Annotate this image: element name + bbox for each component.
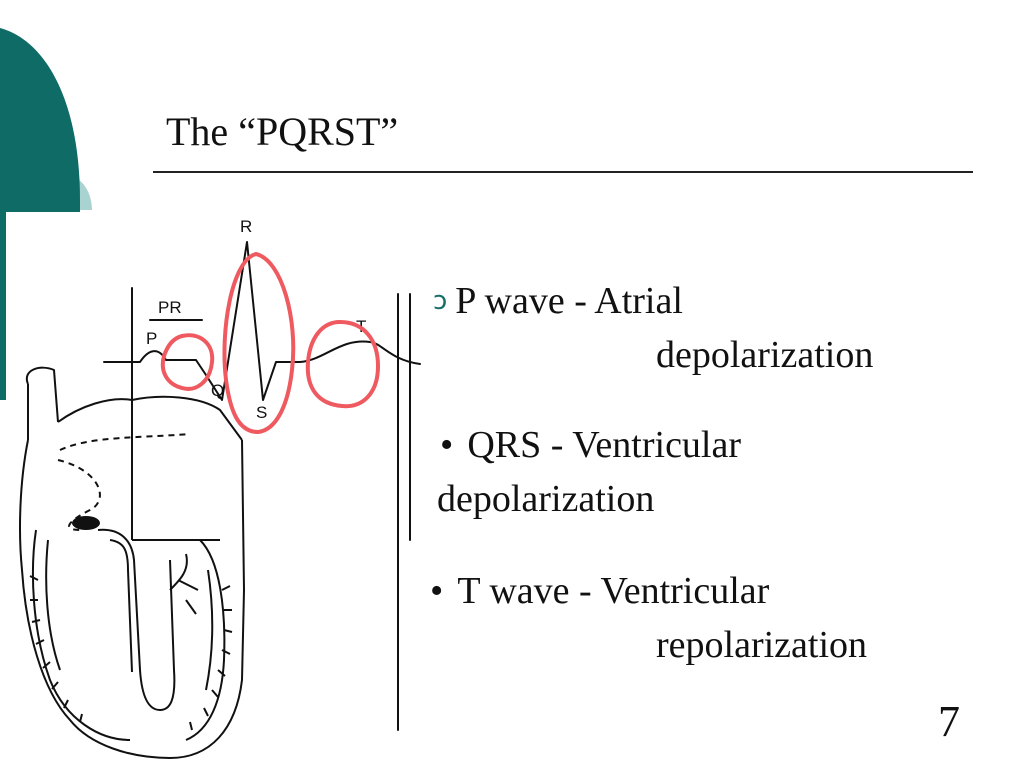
bullet-3-text: T wave - Ventricular	[457, 570, 770, 612]
page-number: 7	[938, 697, 960, 746]
bullet-2-marker: •	[440, 424, 454, 466]
label-pr: PR	[158, 298, 182, 317]
bullet-3-marker: •	[430, 570, 444, 612]
label-q: Q	[211, 381, 224, 400]
teal-corner-decoration	[0, 28, 92, 400]
bullet-3-line-1: • T wave - Ventricular	[430, 568, 769, 614]
bullet-3-line-2: repolarization	[656, 624, 868, 666]
bullet-1-marker: ↄ	[433, 286, 448, 316]
slide-title: The “PQRST”	[166, 109, 399, 154]
label-r: R	[240, 217, 252, 236]
bullet-2-text: QRS - Ventricular	[467, 424, 742, 466]
bullet-1-text: P wave - Atrial	[455, 280, 683, 322]
bullet-2-line-2: depolarization	[437, 478, 655, 520]
bullet-1-line-2: depolarization	[656, 334, 874, 376]
title-underline	[153, 171, 973, 173]
bullet-2-line-1: • QRS - Ventricular	[440, 422, 741, 468]
label-s: S	[256, 403, 267, 422]
label-p: P	[146, 329, 157, 348]
ecg-heart-diagram: R PR P T Q S	[19, 217, 421, 759]
